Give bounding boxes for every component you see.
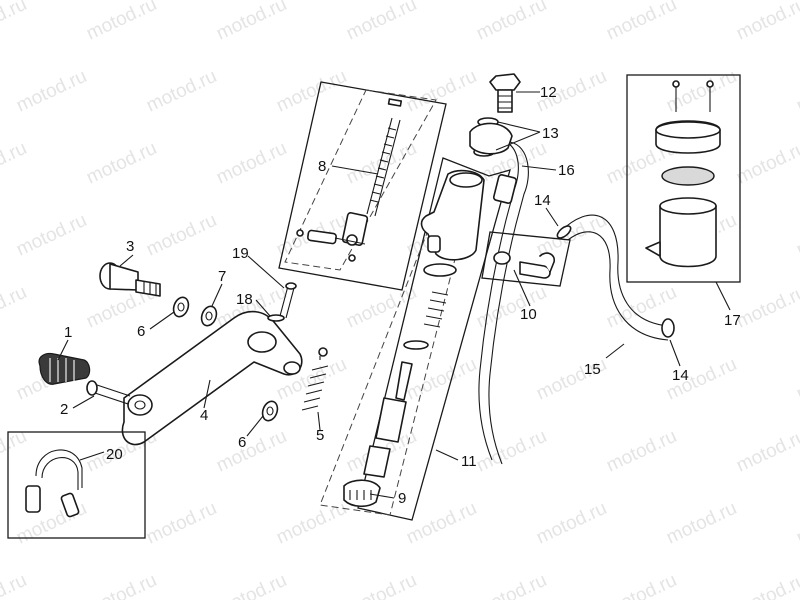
callout-13: 13 xyxy=(542,125,559,142)
callout-1: 1 xyxy=(64,324,72,341)
callout-18: 18 xyxy=(236,291,253,308)
callout-8: 8 xyxy=(318,158,326,175)
watermark-text: motod.ru xyxy=(143,66,220,117)
watermark-text: motod.ru xyxy=(733,570,800,600)
master-cylinder-group xyxy=(319,157,511,521)
hose-clamp-icon xyxy=(556,225,675,338)
watermark-text: motod.ru xyxy=(733,426,800,477)
watermark-text: motod.ru xyxy=(473,0,550,45)
callout-14a: 14 xyxy=(534,192,551,209)
watermark-text: motod.ru xyxy=(83,0,160,45)
callout-7: 7 xyxy=(218,268,226,285)
watermark-text: motod.ru xyxy=(403,354,480,405)
callout-15: 15 xyxy=(584,361,601,378)
watermark-text: motod.ru xyxy=(473,282,550,333)
watermark-text: motod.ru xyxy=(603,0,680,45)
return-spring-icon xyxy=(301,347,329,411)
watermark-text: motod.ru xyxy=(273,498,350,549)
pushrod-assembly-icon xyxy=(296,98,403,262)
cotter-pin-icon xyxy=(267,314,285,322)
screw-icon xyxy=(279,282,297,319)
watermark-text: motod.ru xyxy=(213,0,290,45)
watermark-text: motod.ru xyxy=(83,138,160,189)
callout-6b: 6 xyxy=(238,434,246,451)
stop-light-switch-icon xyxy=(7,431,146,539)
washer-icon xyxy=(172,296,279,422)
watermark-text: motod.ru xyxy=(83,570,160,600)
watermark-text: motod.ru xyxy=(213,138,290,189)
reservoir-hose-icon xyxy=(559,214,669,341)
watermark-text: motod.ru xyxy=(0,0,30,45)
watermark-text: motod.ru xyxy=(403,66,480,117)
watermark-text: motod.ru xyxy=(733,138,800,189)
callout-20: 20 xyxy=(106,446,123,463)
watermark-text: motod.ru xyxy=(213,426,290,477)
leader-lines xyxy=(57,91,731,499)
watermark-text: motod.ru xyxy=(343,570,420,600)
callout-9: 9 xyxy=(398,490,406,507)
watermark-text: motod.ru xyxy=(0,426,30,477)
footrest-rubber-icon xyxy=(38,352,91,385)
watermark-text: motod.ru xyxy=(603,570,680,600)
watermark-text: motod.ru xyxy=(663,66,740,117)
watermark-text: motod.ru xyxy=(473,426,550,477)
watermark-text: motod.ru xyxy=(343,282,420,333)
callout-12: 12 xyxy=(540,84,557,101)
banjo-bolt-icon xyxy=(489,73,521,113)
callout-10: 10 xyxy=(520,306,537,323)
watermark-text: motod.ru xyxy=(403,498,480,549)
watermark-text: motod.ru xyxy=(343,138,420,189)
brake-pedal-lever-icon xyxy=(121,310,303,446)
watermark-text: motod.ru xyxy=(793,66,800,117)
watermark-text: motod.ru xyxy=(13,210,90,261)
watermark-text: motod.ru xyxy=(663,498,740,549)
watermark-text: motod.ru xyxy=(473,570,550,600)
callout-labels: 1 2 3 4 5 6 6 7 8 9 10 11 12 13 14 14 15… xyxy=(60,84,741,507)
watermark-text: motod.ru xyxy=(793,210,800,261)
callout-16: 16 xyxy=(558,162,575,179)
watermark-text: motod.ru xyxy=(273,66,350,117)
callout-4: 4 xyxy=(200,407,208,424)
watermark-text: motod.ru xyxy=(343,0,420,45)
callout-14b: 14 xyxy=(672,367,689,384)
watermark-text: motod.ru xyxy=(0,138,30,189)
fluid-reservoir-icon xyxy=(626,74,741,283)
callout-19: 19 xyxy=(232,245,249,262)
master-cylinder-icon xyxy=(343,169,485,508)
watermark-text: motod.ru xyxy=(733,0,800,45)
pivot-pin-icon xyxy=(86,380,131,405)
callout-17: 17 xyxy=(724,312,741,329)
callout-2: 2 xyxy=(60,401,68,418)
reservoir-fitting-icon xyxy=(481,231,571,287)
watermark-text: motod.ru xyxy=(0,282,30,333)
watermark-text: motod.ru xyxy=(143,498,220,549)
watermark-text: motod.ru xyxy=(13,498,90,549)
watermark-text: motod.ru xyxy=(793,498,800,549)
watermark-text: motod.ru xyxy=(143,210,220,261)
watermark-text: motod.ru xyxy=(0,570,30,600)
callout-11: 11 xyxy=(461,453,477,470)
callout-5: 5 xyxy=(316,427,324,444)
watermark-text: motod.ru xyxy=(603,426,680,477)
watermark-text: motod.ru xyxy=(793,354,800,405)
pushrod-group xyxy=(278,81,447,291)
watermark-text: motod.ru xyxy=(733,282,800,333)
shouldered-bolt-icon xyxy=(99,262,161,297)
watermark-text: motod.ru xyxy=(13,66,90,117)
brake-pipe-icon xyxy=(478,139,529,465)
watermark-text: motod.ru xyxy=(533,498,610,549)
watermark-text: motod.ru xyxy=(213,570,290,600)
callout-6a: 6 xyxy=(137,323,145,340)
callout-3: 3 xyxy=(126,238,134,255)
